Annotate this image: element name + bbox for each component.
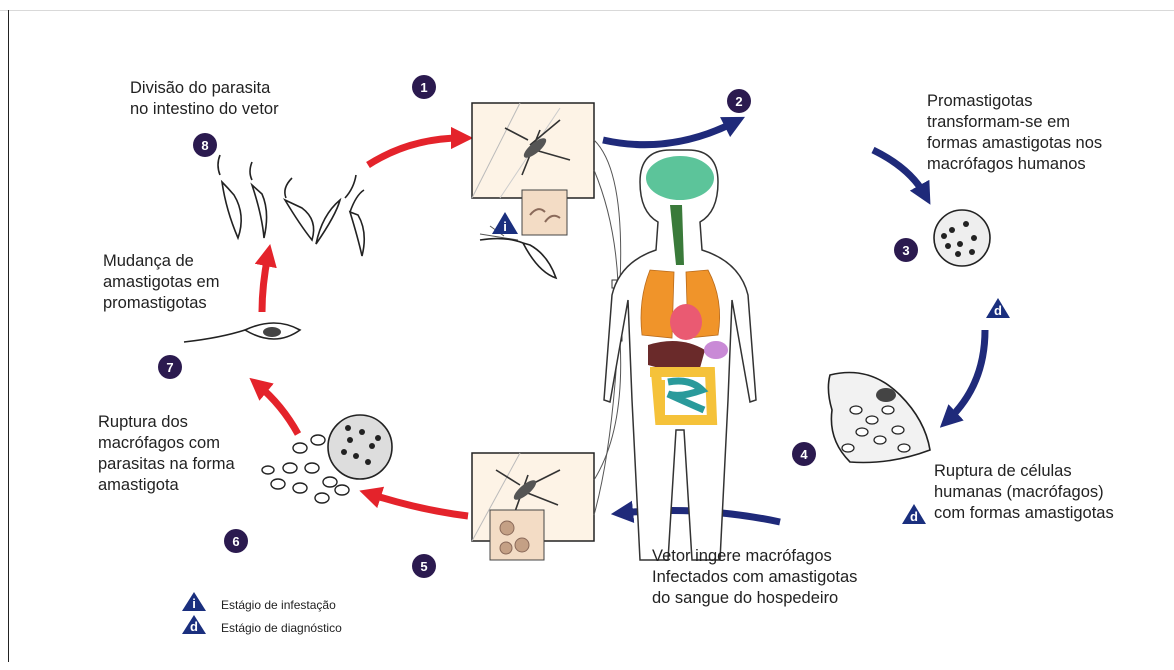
svg-text:d: d [190, 619, 198, 634]
diagnostic-marker-step4: d [902, 504, 926, 524]
arrow-8-to-1 [368, 138, 462, 165]
label-step-4: Ruptura de células humanas (macrófagos) … [934, 461, 1114, 524]
svg-text:4: 4 [800, 447, 808, 462]
heart [670, 304, 702, 340]
svg-text:i: i [192, 596, 196, 611]
svg-text:1: 1 [420, 80, 427, 95]
arrow-5-to-6 [370, 494, 468, 516]
legend-diagnostic-text: Estágio de diagnóstico [221, 621, 342, 635]
step-8: 8 [193, 133, 217, 157]
brain [646, 156, 714, 200]
arrow-2-to-3 [873, 150, 925, 195]
diagnostic-marker-step3: d [986, 298, 1010, 318]
svg-text:d: d [994, 303, 1002, 318]
label-step-7: Mudança de amastigotas em promastigotas [103, 251, 219, 314]
human-body [604, 150, 756, 560]
svg-text:6: 6 [232, 534, 239, 549]
arrow-7-to-8 [262, 255, 268, 312]
svg-text:5: 5 [420, 559, 427, 574]
label-step-6: Ruptura dos macrófagos com parasitas na … [98, 412, 235, 496]
rupturing-human-cell [828, 373, 930, 463]
label-step-8: Divisão do parasita no intestino do veto… [130, 78, 279, 120]
infected-macrophage [934, 210, 990, 266]
promastigote-elongated [184, 323, 300, 342]
legend-infective-text: Estágio de infestação [221, 598, 336, 612]
amastigotes-release [262, 415, 392, 503]
label-step-5: Vetor ingere macrófagos Infectados com a… [652, 546, 857, 609]
legend-infective-symbol: i [182, 592, 206, 611]
step-5: 5 [412, 554, 436, 578]
label-step-3: Promastigotas transformam-se em formas a… [927, 91, 1102, 175]
svg-text:8: 8 [201, 138, 208, 153]
mosquito-bite-panel-top [472, 103, 594, 240]
arrow-6-to-7 [258, 385, 298, 434]
legend-diagnostic-symbol: d [182, 615, 206, 634]
svg-text:d: d [910, 509, 918, 524]
svg-text:2: 2 [735, 94, 742, 109]
svg-text:i: i [503, 219, 507, 234]
svg-text:3: 3 [902, 243, 909, 258]
arrow-1-to-2 [603, 122, 735, 145]
svg-text:7: 7 [166, 360, 173, 375]
stomach [704, 341, 728, 359]
step-2: 2 [727, 89, 751, 113]
step-1: 1 [412, 75, 436, 99]
step-4: 4 [792, 442, 816, 466]
step-7: 7 [158, 355, 182, 379]
step-6: 6 [224, 529, 248, 553]
mosquito-bite-panel-bottom [472, 453, 594, 560]
step-3: 3 [894, 238, 918, 262]
arrow-3-to-4 [948, 330, 985, 420]
infective-marker-step1: i [492, 212, 518, 234]
